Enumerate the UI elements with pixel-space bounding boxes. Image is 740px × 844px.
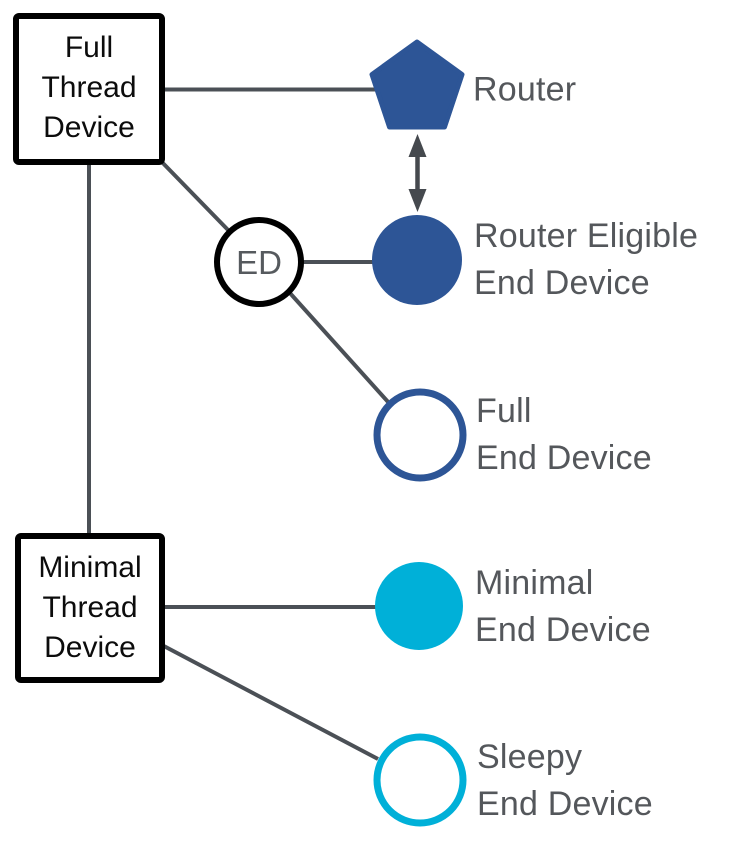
full-end-device-label: Full End Device: [476, 392, 652, 477]
link-full-thread-device-to-ed-junction: [154, 154, 232, 234]
bidirectional-arrow-head-up: [408, 134, 427, 157]
bidirectional-arrow: [408, 134, 427, 212]
link-ed-junction-to-full-end-device: [287, 290, 391, 405]
full-thread-device-box: [13, 13, 165, 165]
link-minimal-thread-device-to-sleepy-end-device: [159, 642, 379, 761]
router-pentagon-icon: [369, 39, 465, 130]
full-thread-device-label: Full Thread Device: [41, 30, 137, 144]
router-eligible-end-device-icon: [372, 215, 462, 305]
minimal-end-device-label: Minimal End Device: [475, 564, 651, 649]
router-label: Router: [473, 70, 577, 109]
full-end-device-icon: [373, 388, 467, 482]
bidirectional-arrow-head-down: [408, 189, 427, 212]
end-device-junction-circle: [214, 217, 304, 307]
sleepy-end-device-icon: [373, 733, 467, 827]
end-device-junction-label: ED: [236, 244, 282, 281]
router-eligible-end-device-label: Router Eligible End Device: [474, 217, 699, 302]
minimal-thread-device-box: [15, 533, 165, 683]
minimal-end-device-icon: [375, 562, 463, 650]
sleepy-end-device-label: Sleepy End Device: [477, 738, 653, 823]
minimal-thread-device-label: Minimal Thread Device: [38, 551, 142, 664]
